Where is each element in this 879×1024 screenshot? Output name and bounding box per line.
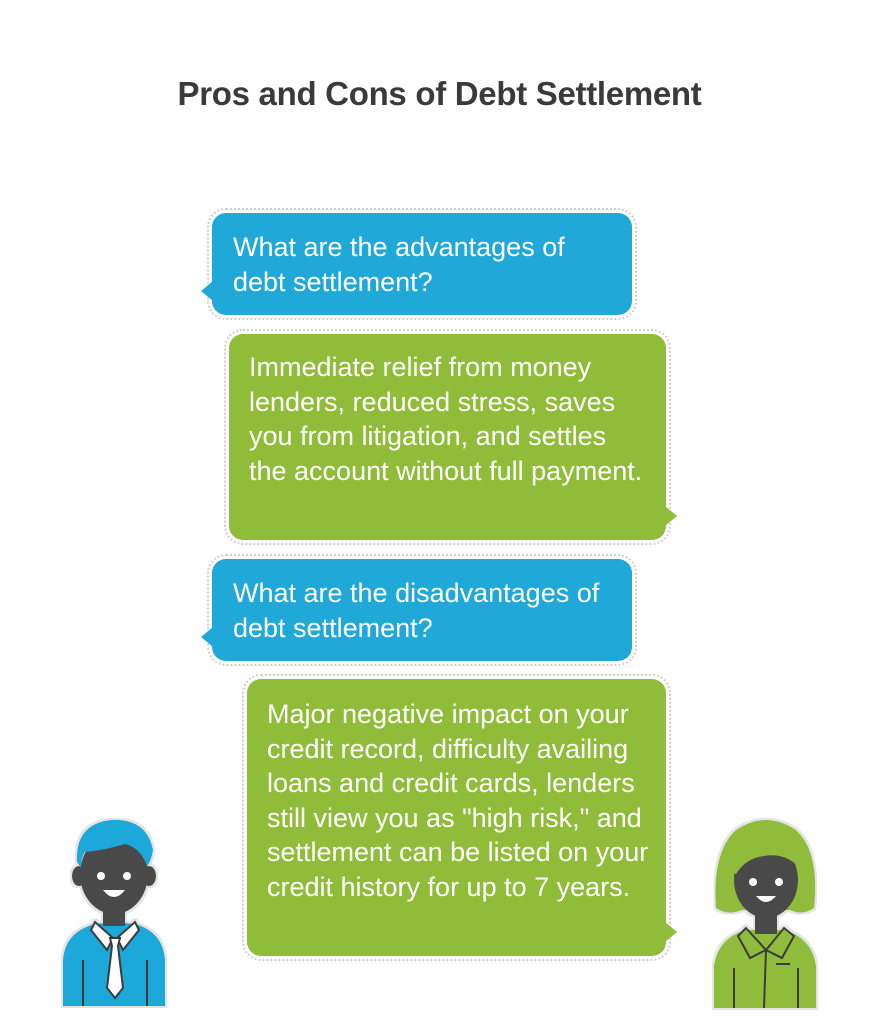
answer-bubble-advantages: Immediate relief from money lenders, red… [224,329,677,545]
woman-avatar-icon [714,820,816,1009]
answer-text: Immediate relief from money lenders, red… [249,352,643,486]
answer-text: Major negative impact on your credit rec… [267,699,649,902]
man-avatar-icon [63,819,165,1006]
bubble-tail [665,922,677,942]
question-bubble-advantages: What are the advantages of debt settleme… [201,208,637,320]
answer-bubble-disadvantages: Major negative impact on your credit rec… [242,674,677,961]
question-text: What are the disadvantages of debt settl… [233,578,600,643]
page-title: Pros and Cons of Debt Settlement [177,75,702,112]
question-bubble-disadvantages: What are the disadvantages of debt settl… [201,554,637,666]
bubble-tail [201,627,213,647]
bubble-tail [201,281,213,301]
bubble-tail [665,506,677,526]
question-text: What are the advantages of debt settleme… [233,232,565,297]
